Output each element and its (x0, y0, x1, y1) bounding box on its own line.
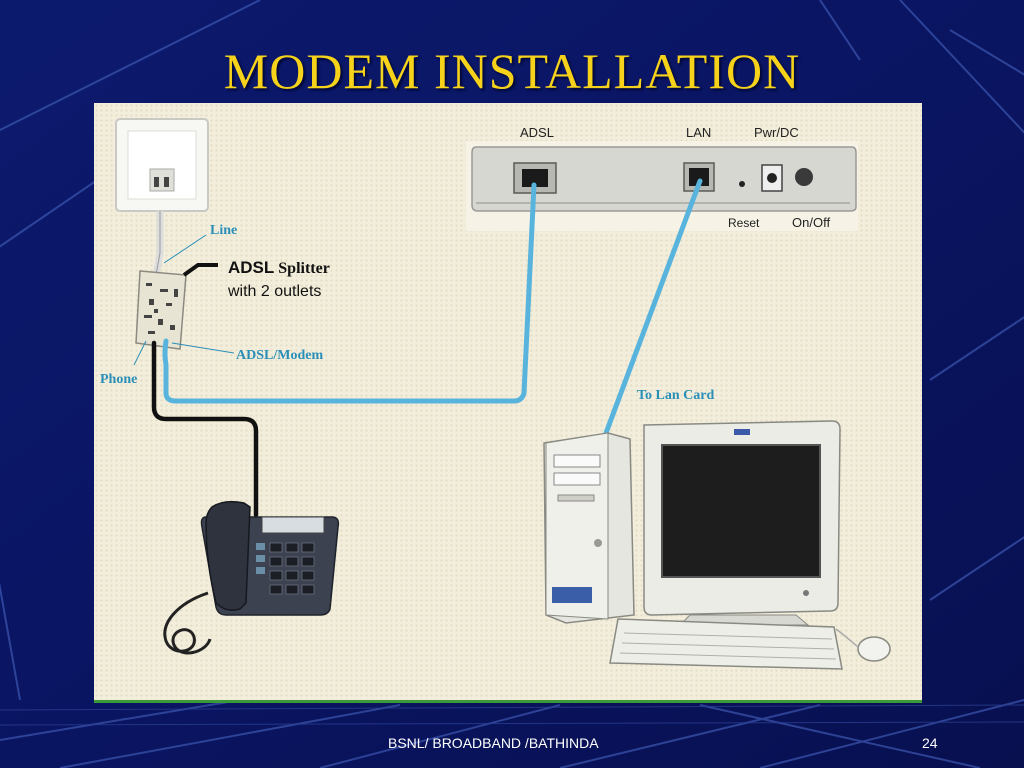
lan-cable (603, 178, 703, 436)
diagram-svg: ADSL LAN Pwr/DC Reset On/Off (100, 118, 891, 670)
computer-icon (543, 420, 891, 670)
line-label: Line (210, 223, 237, 238)
adsl-splitter-icon (135, 270, 187, 350)
splitter-outlets-label: with 2 outlets (227, 283, 321, 300)
phone-label: Phone (100, 372, 137, 387)
adsl-modem-label: ADSL/Modem (236, 348, 323, 363)
splitter-label-rest: Splitter (274, 260, 330, 277)
power-port-label: Pwr/DC (754, 125, 799, 140)
splitter-label-bold: ADSL (228, 258, 274, 277)
phone-cable (151, 340, 259, 518)
to-lan-card-label: To Lan Card (637, 388, 715, 403)
modem-installation-diagram: ADSL LAN Pwr/DC Reset On/Off (94, 103, 922, 703)
adsl-port-label: ADSL (520, 125, 554, 140)
lan-port-label: LAN (686, 125, 711, 140)
slide-title: MODEM INSTALLATION (223, 43, 801, 99)
page-number: 24 (922, 735, 938, 751)
splitter-label: ADSL Splitter (228, 258, 330, 277)
reset-label: Reset (728, 216, 760, 230)
telephone-icon (163, 500, 340, 655)
wall-socket-icon (115, 118, 209, 212)
footer-text: BSNL/ BROADBAND /BATHINDA (388, 735, 599, 751)
on-off-label: On/Off (792, 215, 830, 230)
adsl-cable (162, 182, 537, 404)
